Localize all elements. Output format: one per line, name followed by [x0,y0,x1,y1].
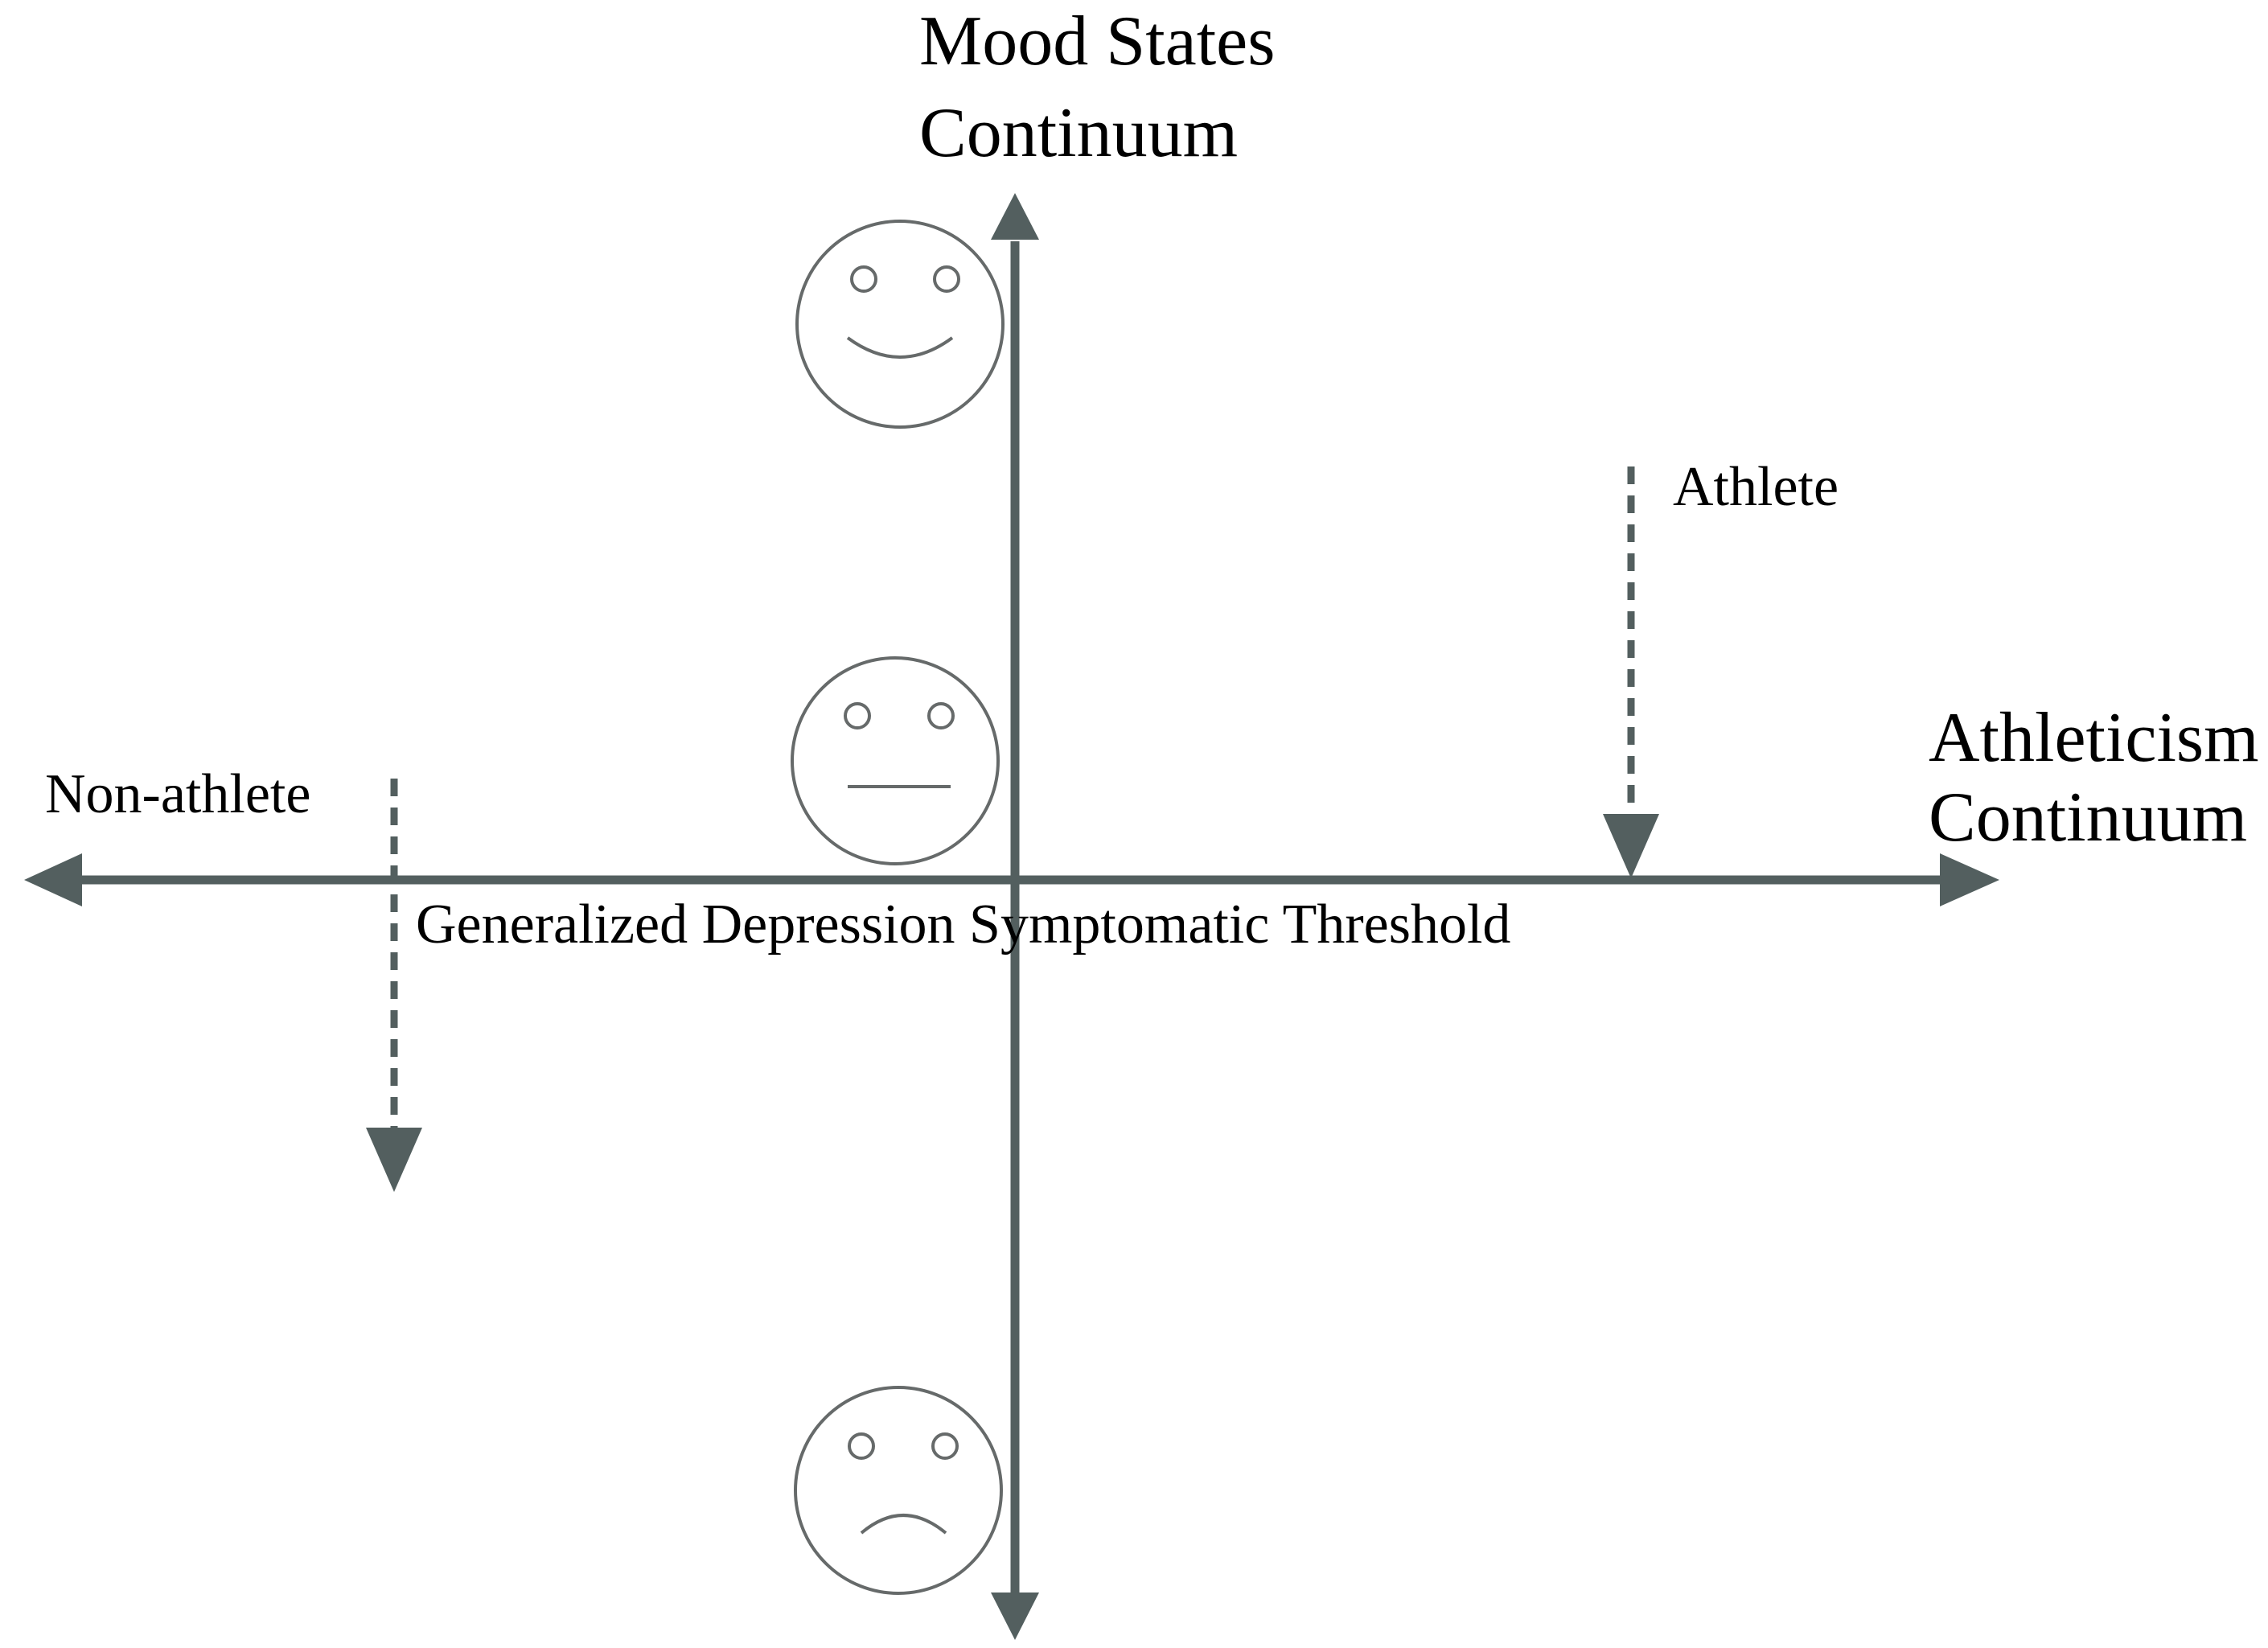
horizontal-axis-right-arrowhead [1940,853,1999,906]
vertical-axis [991,193,1039,1640]
sad-face-icon [794,1386,1003,1595]
happy-face-icon [795,220,1005,429]
horizontal-axis-label-line2: Continuum [1929,779,2247,857]
horizontal-axis-label-line1: Athleticism [1929,699,2259,777]
vertical-axis-label-line1: Mood States [919,2,1275,80]
athlete-arrowhead [1603,814,1659,878]
horizontal-axis-left-arrowhead [24,853,82,906]
vertical-axis-bottom-arrowhead [991,1593,1039,1640]
athlete-label: Athlete [1673,456,1839,518]
vertical-axis-top-arrowhead [991,193,1039,240]
non-athlete-arrow [366,779,422,1192]
threshold-label: Generalized Depression Symptomatic Thres… [416,894,1510,956]
non-athlete-arrowhead [366,1128,422,1192]
vertical-axis-label-line2: Continuum [919,94,1238,172]
athlete-arrow [1603,466,1659,878]
neutral-face-icon [791,656,1000,865]
non-athlete-label: Non-athlete [45,763,310,825]
